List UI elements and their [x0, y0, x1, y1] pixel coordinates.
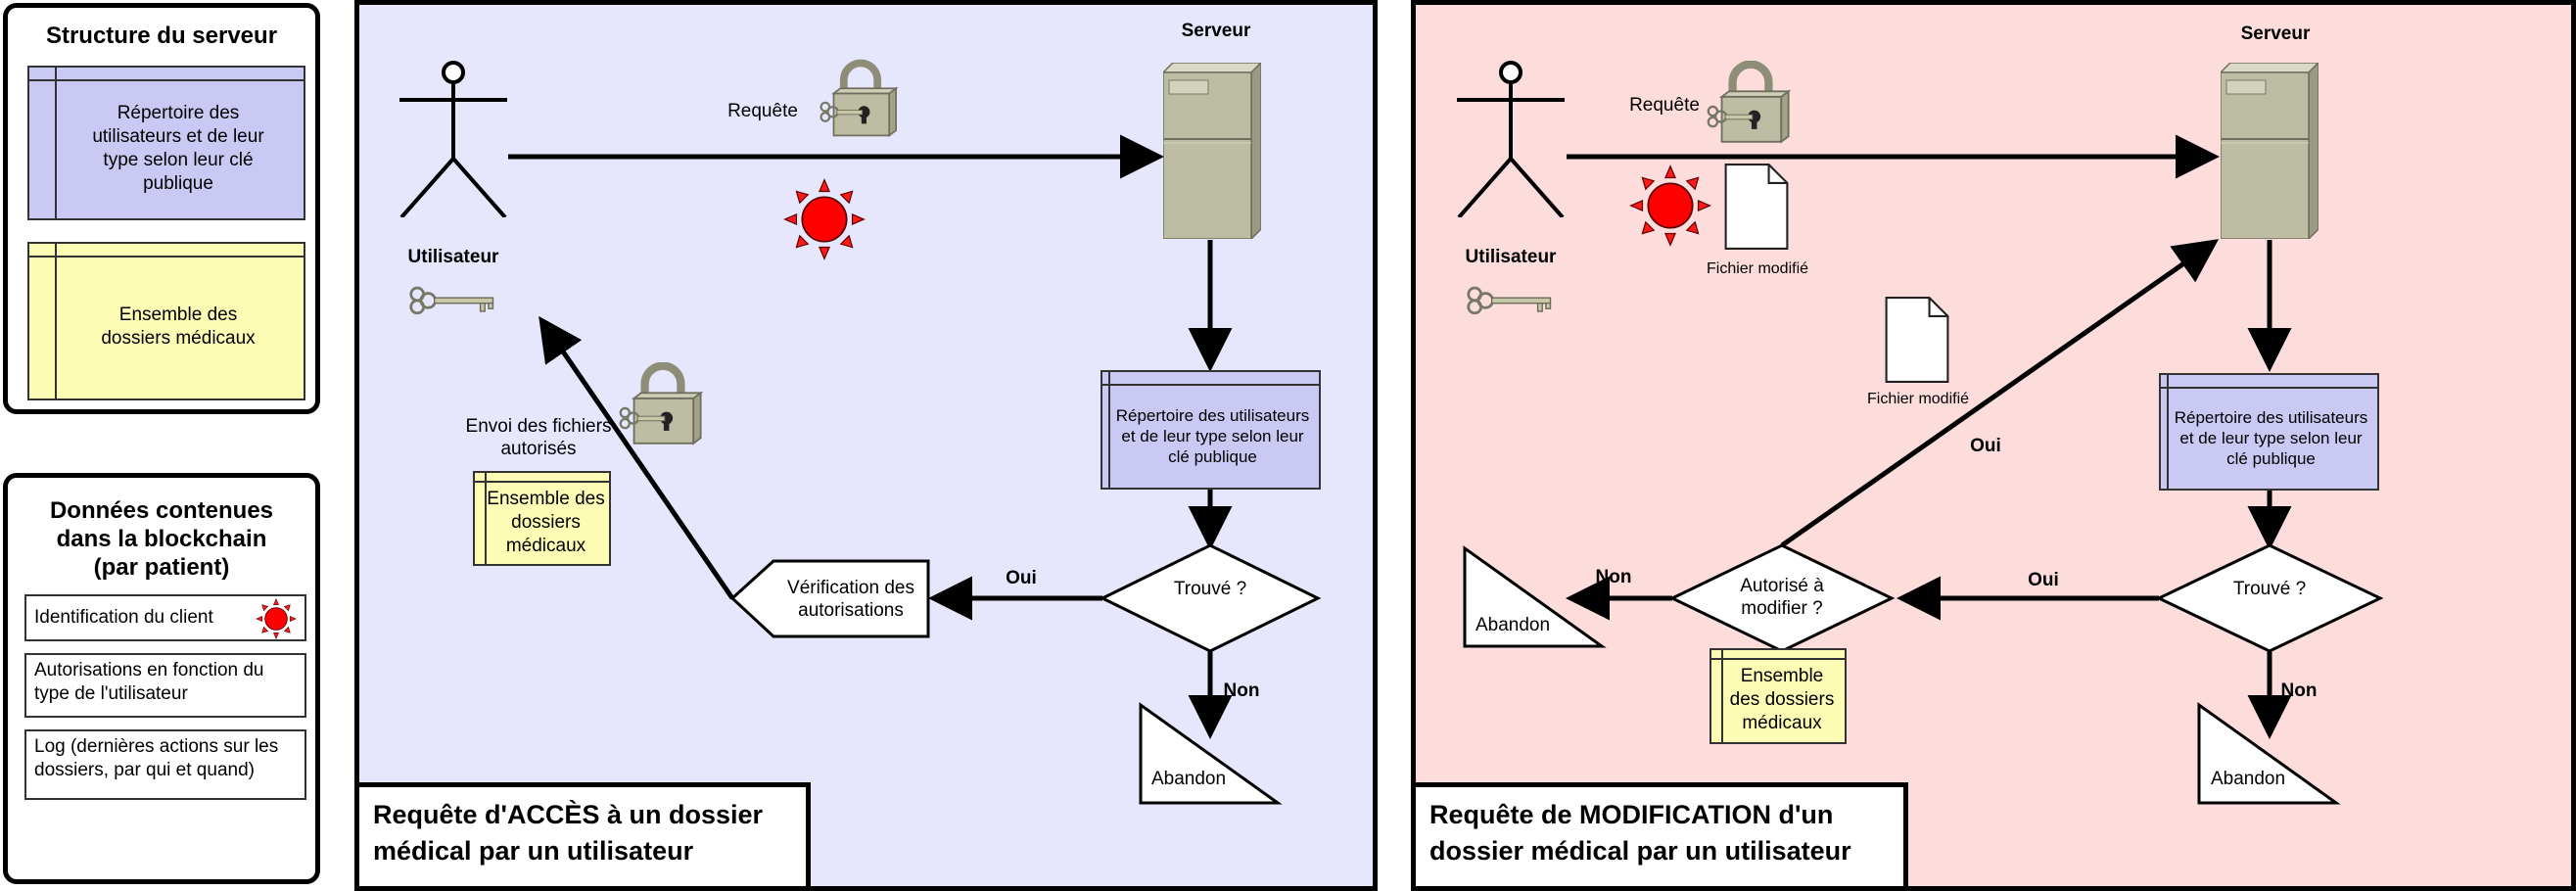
access-user-label: Utilisateur — [407, 247, 499, 267]
access-users-store: Répertoire des utilisateurs et de leur t… — [1101, 370, 1321, 490]
modify-decision-authorized-label: Autorisé à modifier ? — [1740, 576, 1824, 619]
modify-decision-found-label: Trouvé ? — [2232, 579, 2307, 599]
modify-request-label: Requête — [1629, 95, 1700, 116]
modify-request-panel — [1411, 0, 2576, 891]
stick-figure-icon — [1457, 61, 1565, 217]
modify-decision-found — [2155, 543, 2384, 653]
server-structure-legend: Structure du serveur Répertoire des util… — [3, 3, 320, 414]
legend-item-log: Log (dernières actions sur les dossiers,… — [24, 729, 306, 800]
legend-item-client-id: Identification du client — [24, 594, 306, 641]
access-send-label: Envoi des fichiers autorisés — [465, 416, 612, 459]
access-abandon-triangle — [1139, 702, 1283, 805]
modify-users-store: Répertoire des utilisateurs et de leur t… — [2159, 373, 2379, 491]
document-icon — [1884, 296, 1950, 384]
modify-yes-found-label: Oui — [2028, 570, 2059, 590]
modify-abandon-found-triangle — [2197, 702, 2341, 805]
access-verification-shape — [729, 559, 930, 638]
legend-server-title: Structure du serveur — [45, 23, 278, 49]
modify-users-store-label: Répertoire des utilisateurs et de leur t… — [2174, 407, 2368, 468]
blockchain-data-legend: Données contenues dans la blockchain (pa… — [3, 473, 320, 884]
modify-caption: Requête de MODIFICATION d'un dossier méd… — [1411, 782, 1908, 891]
modify-modified-file-label-1: Fichier modifié — [1706, 260, 1809, 277]
access-request-label: Requête — [727, 101, 798, 121]
modify-records-store-label: Ensemble des dossiers médicaux — [1729, 666, 1835, 733]
access-send-arrow — [539, 315, 735, 600]
access-abandon-label: Abandon — [1150, 769, 1227, 789]
legend-users-store: Répertoire des utilisateurs et de leur t… — [27, 66, 305, 220]
modify-modified-file-label-2: Fichier modifié — [1866, 391, 1970, 407]
modify-yes-authorized-label: Oui — [1970, 436, 2001, 456]
key-icon — [1466, 279, 1556, 320]
legend-records-store-label: Ensemble des dossiers médicaux — [101, 305, 256, 349]
access-decision-found — [1099, 543, 1322, 653]
legend-users-store-label: Répertoire des utilisateurs et de leur t… — [92, 103, 264, 194]
red-sun-icon — [1629, 164, 1711, 247]
modify-yes-authorized-arrow — [1780, 239, 2220, 548]
legend-blockchain-title: Données contenues dans la blockchain (pa… — [49, 497, 274, 581]
access-yes-label: Oui — [1006, 568, 1037, 588]
modify-records-store: Ensemble des dossiers médicaux — [1710, 648, 1847, 744]
modify-abandon-found-label: Abandon — [2210, 769, 2286, 789]
access-records-store: Ensemble des dossiers médicaux — [473, 471, 611, 566]
document-icon — [1723, 163, 1790, 251]
access-decision-found-label: Trouvé ? — [1173, 579, 1247, 599]
legend-item-authorizations: Autorisations en fonction du type de l'u… — [24, 653, 306, 718]
access-verification-label: Vérification des autorisations — [787, 578, 914, 621]
modify-no-authorized-label: Non — [1595, 567, 1632, 587]
modify-decision-authorized — [1668, 543, 1896, 653]
modify-server-label: Serveur — [2240, 23, 2311, 44]
server-tower-icon — [2221, 63, 2318, 239]
legend-records-store: Ensemble des dossiers médicaux — [27, 242, 305, 400]
access-records-store-label: Ensemble des dossiers médicaux — [487, 488, 605, 556]
access-no-label: Non — [1223, 680, 1260, 701]
access-server-label: Serveur — [1181, 21, 1251, 41]
modify-abandon-authorized-label: Abandon — [1475, 615, 1551, 635]
modify-abandon-authorized-triangle — [1463, 545, 1607, 648]
legend-item-client-id-label: Identification du client — [34, 607, 213, 628]
access-caption: Requête d'ACCÈS à un dossier médical par… — [354, 782, 811, 891]
modify-no-found-label: Non — [2280, 680, 2318, 701]
modify-user-label: Utilisateur — [1465, 247, 1557, 267]
access-users-store-label: Répertoire des utilisateurs et de leur t… — [1115, 405, 1310, 466]
padlock-icon — [1706, 61, 1796, 151]
